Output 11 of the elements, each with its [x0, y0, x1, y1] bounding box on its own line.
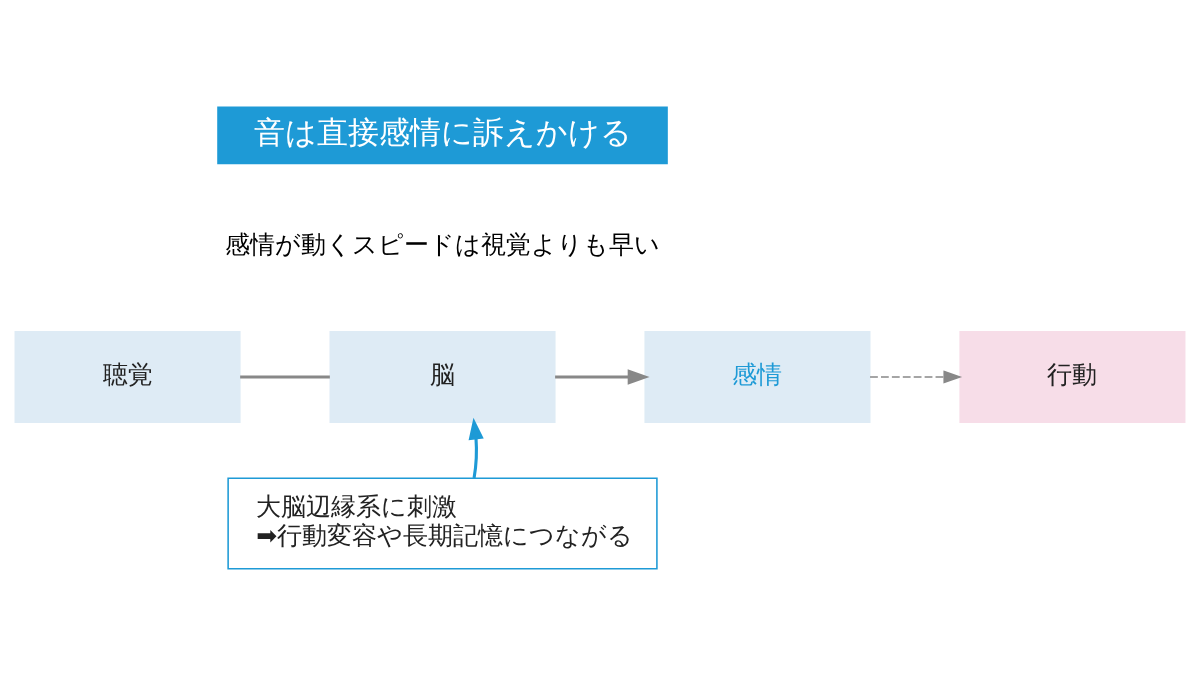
arrow	[468, 417, 484, 478]
arrow	[869, 369, 963, 384]
node-box: 音は直接感情に訴えかける	[217, 105, 668, 164]
node-box: 感情	[644, 330, 871, 423]
arrow	[555, 368, 650, 385]
node-box: 行動	[959, 330, 1186, 423]
connector	[240, 374, 330, 379]
node-box: 脳	[329, 330, 556, 423]
node-box: 大脳辺縁系に刺激 ➡行動変容や長期記憶につながる	[227, 477, 658, 570]
node-box: 聴覚	[14, 330, 241, 423]
label: 感情が動くスピードは視覚よりも早い	[225, 229, 661, 259]
